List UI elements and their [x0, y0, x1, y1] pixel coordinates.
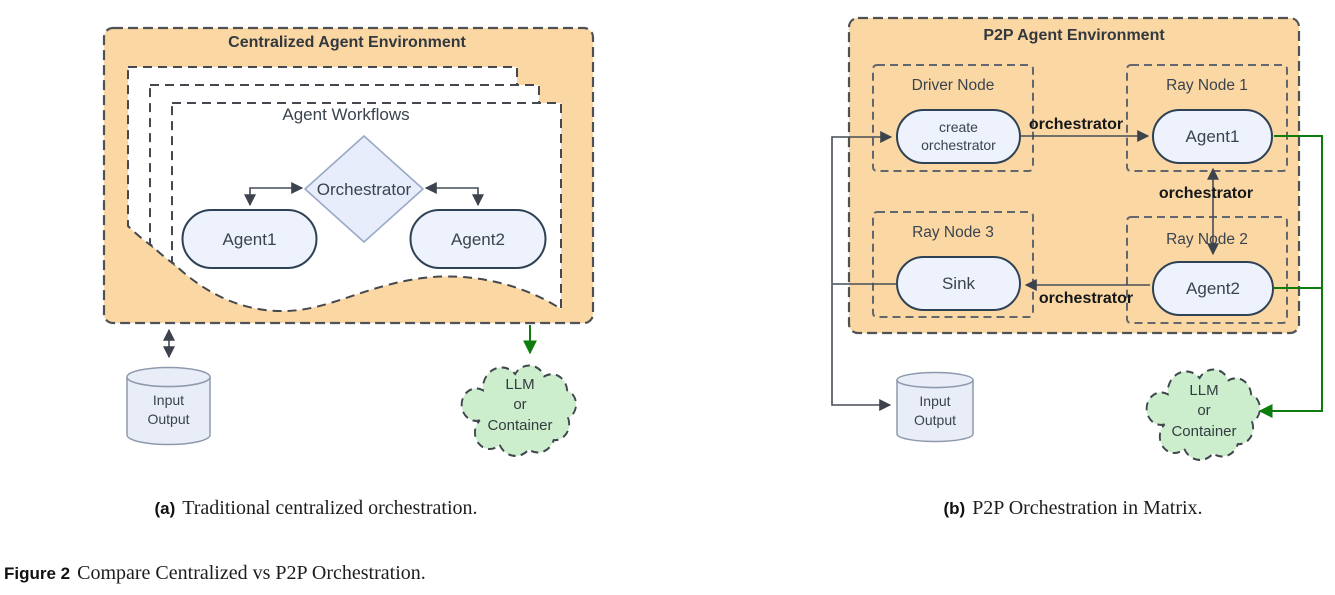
agent2-node-a — [409, 209, 547, 269]
cloud-label-b-line1: LLM — [1189, 382, 1218, 399]
io-label-a-line1: Input — [153, 392, 184, 408]
edge-label-agent1-agent2: orchestrator — [1159, 185, 1253, 202]
caption-a-label: (a) — [154, 499, 176, 518]
sink-label: Sink — [942, 274, 976, 293]
caption-b-label: (b) — [943, 499, 966, 518]
cloud-label-b-line2: or — [1197, 402, 1210, 419]
figure-caption-text: Compare Centralized vs P2P Orchestration… — [77, 562, 426, 584]
p2p-environment-box — [847, 16, 1301, 335]
edge-label-create-agent1: orchestrator — [1029, 116, 1123, 133]
arrow-io-create-orchestrator — [831, 131, 893, 283]
create-orchestrator-line2: orchestrator — [921, 137, 996, 153]
figure-caption: Figure 2 Compare Centralized vs P2P Orche… — [4, 562, 426, 585]
llm-cloud-a: LLM or Container — [460, 364, 577, 457]
ray-node-1-label: Ray Node 1 — [1166, 77, 1248, 94]
agent1-node-a — [181, 209, 318, 269]
edge-label-agent2-sink: orchestrator — [1039, 290, 1133, 307]
driver-node-label: Driver Node — [912, 77, 995, 94]
centralized-environment-title: Centralized Agent Environment — [228, 34, 466, 51]
agent2-node-b — [1152, 261, 1274, 316]
ray-node-3-label: Ray Node 3 — [912, 224, 994, 241]
ray-node-2-label: Ray Node 2 — [1166, 231, 1248, 248]
io-label-b-line2: Output — [914, 412, 956, 428]
caption-a: (a) Traditional centralized orchestration… — [98, 497, 534, 520]
orchestrator-label: Orchestrator — [317, 180, 412, 199]
arrow-orchestrator-agent1 — [244, 182, 304, 207]
arrow-agent1-cloud — [1258, 135, 1323, 418]
io-cylinder-a: Input Output — [126, 366, 211, 446]
cloud-label-a-line2: or — [513, 396, 526, 413]
agent2-label-a: Agent2 — [451, 230, 505, 249]
llm-cloud-b: LLM or Container — [1145, 368, 1261, 461]
agent1-node-b — [1152, 109, 1273, 164]
ray-node-2-box — [1126, 216, 1288, 324]
caption-b: (b) P2P Orchestration in Matrix. — [855, 497, 1291, 520]
agent1-label-b: Agent1 — [1186, 127, 1240, 146]
centralized-diagram: Centralized Agent Environment Agent Work… — [102, 26, 595, 457]
caption-b-text: P2P Orchestration in Matrix. — [972, 497, 1203, 519]
figure-caption-label: Figure 2 — [4, 564, 71, 583]
cloud-label-a-line3: Container — [487, 417, 552, 434]
agent-workflows-label: Agent Workflows — [282, 105, 409, 124]
cloud-label-a-line1: LLM — [505, 376, 534, 393]
caption-a-text: Traditional centralized orchestration. — [182, 497, 478, 519]
p2p-diagram: P2P Agent Environment Driver Node Ray No… — [831, 16, 1323, 461]
cloud-label-b-line3: Container — [1171, 423, 1236, 440]
io-label-a-line2: Output — [147, 411, 189, 427]
create-orchestrator-line1: create — [939, 119, 978, 135]
orchestrator-diamond — [304, 135, 424, 243]
agent2-label-b: Agent2 — [1186, 279, 1240, 298]
io-cylinder-b: Input Output — [896, 371, 974, 443]
arrow-orchestrator-agent2 — [424, 182, 484, 207]
p2p-environment-title: P2P Agent Environment — [983, 27, 1165, 44]
diagram-canvas: Centralized Agent Environment Agent Work… — [102, 16, 1323, 461]
io-label-b-line1: Input — [919, 393, 950, 409]
arrow-sink-io — [831, 283, 897, 411]
driver-node-box — [872, 64, 1034, 172]
agent1-label-a: Agent1 — [223, 230, 277, 249]
